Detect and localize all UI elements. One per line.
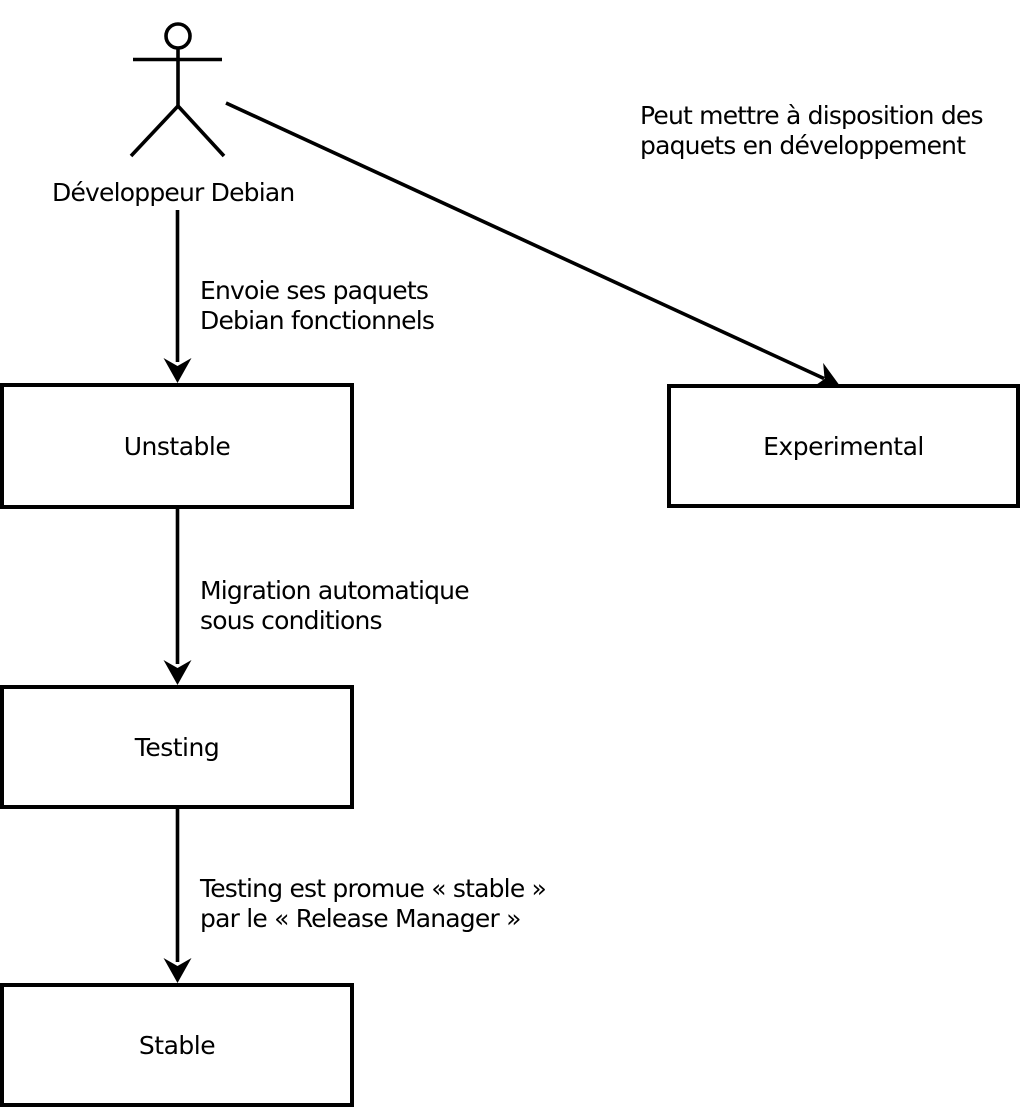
node-testing-label: Testing: [134, 732, 220, 762]
arrow-testing-to-stable: [163, 808, 192, 983]
arrow-developer-to-experimental: [225, 101, 840, 389]
actor-right-leg: [176, 104, 226, 158]
actor-head: [164, 22, 192, 50]
arrow-head: [163, 958, 192, 983]
arrow-shaft: [225, 101, 825, 381]
edge-label-developer-to-unstable: Envoie ses paquets Debian fonctionnels: [200, 276, 435, 335]
node-testing: Testing: [0, 685, 354, 809]
arrow-unstable-to-testing: [163, 508, 192, 685]
edge-label-testing-to-stable: Testing est promue « stable » par le « R…: [200, 874, 547, 933]
actor-figure: [129, 22, 226, 158]
node-unstable-label: Unstable: [123, 431, 231, 461]
edge-label-unstable-to-testing: Migration automatique sous conditions: [200, 576, 470, 635]
actor-label: Développeur Debian: [52, 178, 295, 207]
arrow-head: [811, 362, 840, 389]
node-unstable: Unstable: [0, 383, 354, 509]
arrow-head: [163, 358, 192, 383]
node-experimental: Experimental: [667, 384, 1020, 508]
node-experimental-label: Experimental: [763, 431, 924, 461]
arrow-head: [163, 660, 192, 685]
arrow-developer-to-unstable: [163, 210, 192, 383]
actor-left-leg: [129, 104, 180, 158]
node-stable: Stable: [0, 983, 354, 1107]
node-stable-label: Stable: [138, 1030, 216, 1060]
edge-label-developer-to-experimental: Peut mettre à disposition des paquets en…: [640, 101, 984, 160]
